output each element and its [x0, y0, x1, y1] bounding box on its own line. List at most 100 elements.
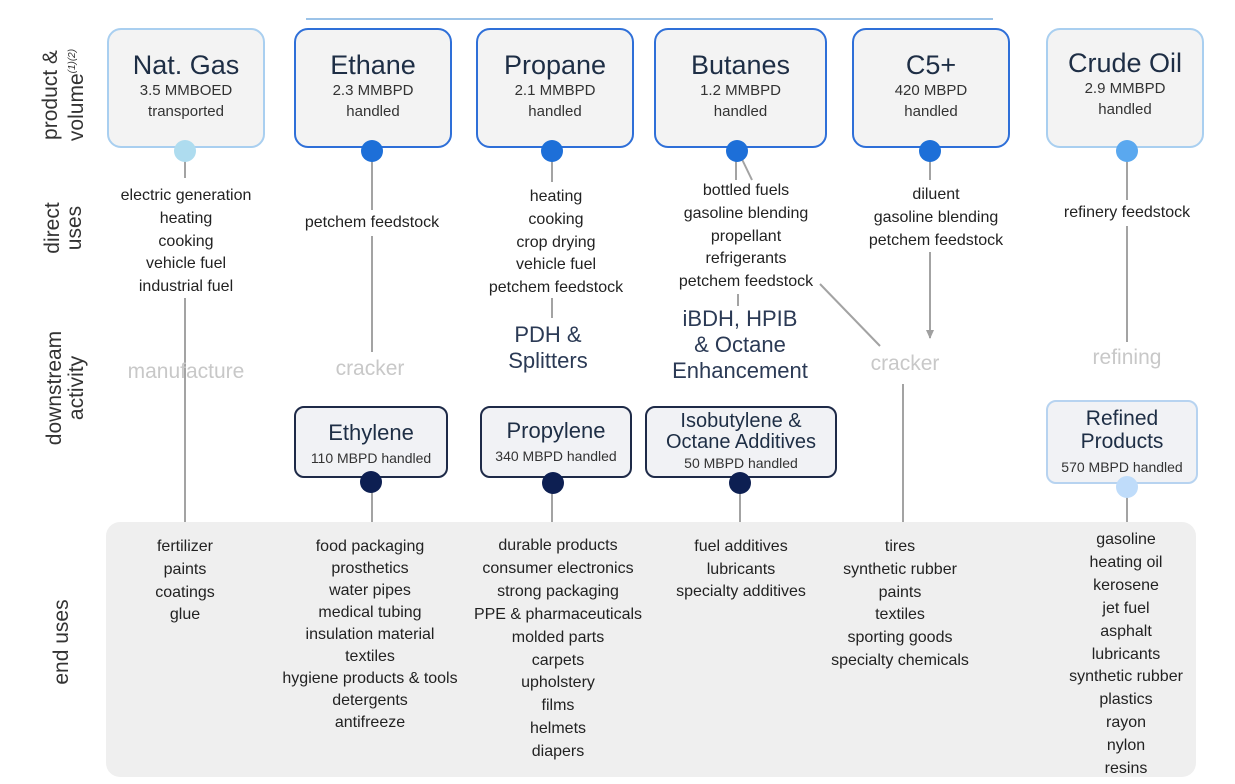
end-use-item: sporting goods: [847, 629, 953, 647]
downstream-name-line2: Octane Additives: [665, 431, 817, 453]
direct-use-item: industrial fuel: [138, 278, 234, 296]
end-use-item: antifreeze: [334, 714, 406, 731]
end-use-item: asphalt: [1100, 622, 1152, 640]
downstream-name: Refined: [1085, 407, 1159, 430]
isobutylene-node-dot: [729, 472, 751, 494]
activity-cracker-c5: cracker: [870, 352, 940, 375]
end-use-item: upholstery: [521, 674, 595, 692]
end-use-item: coatings: [155, 583, 215, 601]
end-use-item: diapers: [531, 743, 585, 761]
downstream-volume: 50 MBPD handled: [684, 455, 798, 471]
direct-use-item: vehicle fuel: [145, 255, 227, 273]
product-volume: 3.5 MMBOED: [139, 82, 233, 99]
direct-use-item: heating: [159, 209, 213, 227]
downstream-name: Isobutylene &: [680, 410, 802, 432]
butanes-node-dot: [726, 140, 748, 162]
end-uses-butanes: fuel additives lubricants specialty additi…: [651, 536, 831, 604]
end-use-item: textiles: [345, 648, 395, 665]
row-label-product-volume: product & volume(1)(2): [39, 48, 88, 142]
direct-use-item: petchem feedstock: [678, 273, 814, 291]
end-use-item: strong packaging: [497, 582, 619, 600]
end-use-item: molded parts: [511, 628, 605, 646]
product-volume-unit: handled: [346, 103, 400, 120]
product-name: Nat. Gas: [132, 50, 240, 80]
end-use-item: food packaging: [315, 538, 425, 555]
end-use-item: plastics: [1099, 691, 1153, 709]
downstream-box-propylene: Propylene 340 MBPD handled: [480, 406, 632, 478]
downstream-name: Ethylene: [328, 420, 414, 445]
direct-use-item: cooking: [528, 210, 584, 228]
direct-use-item: crop drying: [516, 233, 596, 251]
row-label-direct-uses: direct uses: [41, 202, 86, 254]
direct-uses-crude-oil: refinery feedstock: [1037, 202, 1217, 225]
end-use-item: synthetic rubber: [843, 560, 957, 578]
product-box-c5plus: C5+ 420 MBPD handled: [852, 28, 1010, 148]
product-volume: 2.9 MMBPD: [1084, 80, 1166, 97]
activity-pdh-splitters: PDH & Splitters: [508, 322, 588, 373]
end-use-item: carpets: [531, 651, 585, 669]
end-use-item: paints: [163, 560, 207, 578]
end-uses-propane: durable products consumer electronics stro…: [458, 535, 658, 764]
end-use-item: water pipes: [329, 582, 411, 599]
end-use-item: specialty chemicals: [831, 651, 969, 669]
product-volume-unit: handled: [713, 103, 768, 120]
direct-use-item: cooking: [158, 232, 214, 250]
end-use-item: helmets: [529, 720, 587, 738]
direct-use-item: petchem feedstock: [868, 231, 1004, 249]
end-use-item: tires: [884, 538, 916, 555]
end-use-item: lubricants: [1091, 645, 1161, 663]
end-use-item: lubricants: [706, 560, 776, 578]
direct-use-item: bottled fuels: [702, 182, 790, 199]
direct-use-item: propellant: [710, 227, 782, 245]
product-volume: 2.1 MMBPD: [514, 82, 596, 99]
product-box-ethane: Ethane 2.3 MMBPD handled: [294, 28, 452, 148]
end-uses-band: [106, 522, 1196, 777]
end-use-item: consumer electronics: [482, 559, 634, 577]
product-name: Propane: [503, 50, 607, 80]
downstream-volume: 570 MBPD handled: [1061, 459, 1183, 475]
product-volume-unit: handled: [528, 103, 582, 120]
ethylene-node-dot: [360, 471, 382, 493]
product-volume-unit: transported: [148, 103, 224, 120]
row-label-downstream: downstream activity: [43, 330, 88, 446]
end-use-item: nylon: [1106, 737, 1146, 755]
end-use-item: hygiene products & tools: [282, 670, 458, 687]
activity-manufacture: manufacture: [127, 360, 245, 383]
activity-ibdh-octane: iBDH, HPIB & Octane Enhancement: [672, 306, 808, 383]
end-use-item: jet fuel: [1102, 599, 1150, 617]
downstream-box-ethylene: Ethylene 110 MBPD handled: [294, 406, 448, 478]
direct-use-item: gasoline blending: [683, 204, 809, 222]
end-use-item: fuel additives: [694, 538, 788, 555]
direct-uses-ethane: petchem feedstock: [282, 212, 462, 235]
end-use-item: PPE & pharmaceuticals: [473, 605, 643, 623]
downstream-name: Propylene: [506, 418, 606, 443]
crude-node-dot: [1116, 140, 1138, 162]
propane-node-dot: [541, 140, 563, 162]
downstream-volume: 340 MBPD handled: [495, 448, 617, 464]
natgas-node-dot: [174, 140, 196, 162]
end-use-item: durable products: [498, 537, 618, 554]
downstream-box-isobutylene: Isobutylene & Octane Additives 50 MBPD h…: [645, 406, 837, 478]
direct-use-item: diluent: [912, 186, 960, 203]
end-use-item: textiles: [875, 606, 925, 624]
product-box-crude-oil: Crude Oil 2.9 MMBPD handled: [1046, 28, 1204, 148]
downstream-name-line2: Products: [1080, 430, 1164, 453]
direct-use-item: petchem feedstock: [488, 279, 624, 297]
end-use-item: detergents: [332, 692, 408, 709]
end-use-item: medical tubing: [318, 604, 422, 621]
end-use-item: heating oil: [1089, 553, 1163, 571]
end-uses-c5plus: tires synthetic rubber paints textiles sport…: [810, 536, 990, 673]
product-volume-unit: handled: [1098, 101, 1152, 118]
end-use-item: films: [541, 697, 575, 715]
direct-use-item: refrigerants: [705, 250, 787, 268]
end-use-item: paints: [878, 583, 922, 601]
end-use-item: specialty additives: [676, 583, 806, 601]
row-label-end-uses: end uses: [50, 599, 73, 685]
direct-use-item: petchem feedstock: [304, 214, 440, 231]
ethane-node-dot: [361, 140, 383, 162]
end-use-item: rayon: [1105, 714, 1147, 732]
direct-use-item: electric generation: [120, 187, 252, 204]
